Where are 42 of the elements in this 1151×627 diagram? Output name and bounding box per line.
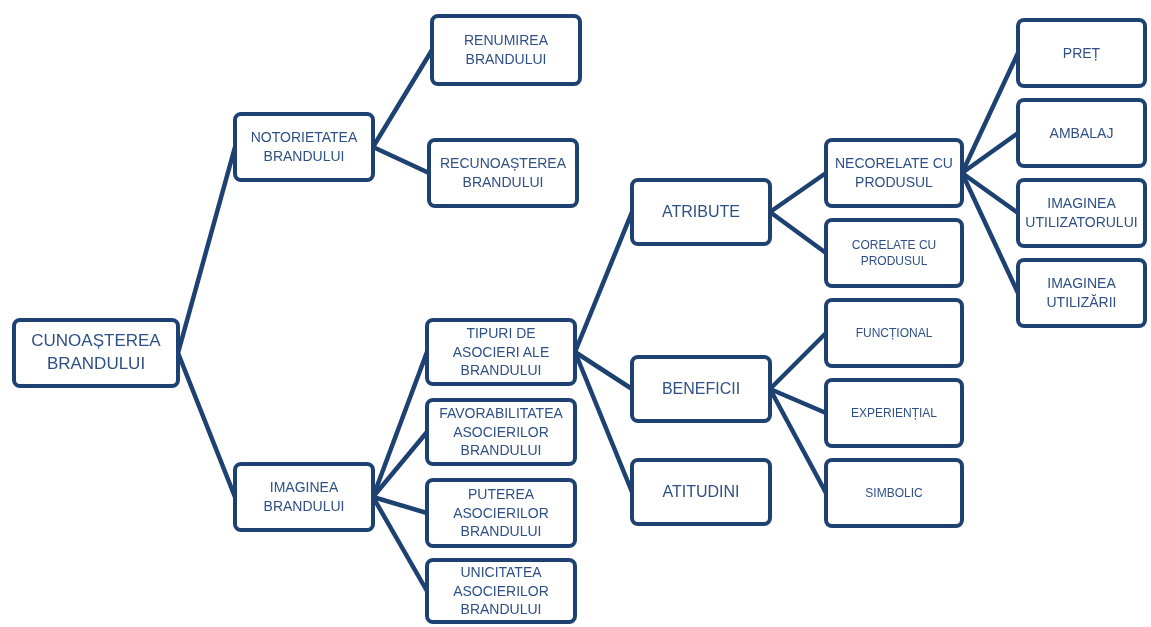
concept-box <box>824 378 964 448</box>
concept-box <box>630 355 772 423</box>
node-label: ATITUDINI <box>662 482 740 503</box>
node-label: IMAGINEA UTILIZĂRII <box>1045 274 1118 312</box>
concept-box <box>12 318 180 388</box>
node-label: ATRIBUTE <box>662 202 740 223</box>
node-label: RENUMIREA BRANDULUI <box>463 31 549 69</box>
concept-box <box>233 462 375 532</box>
node-label: PUTEREA ASOCIERILOR BRANDULUI <box>452 484 550 542</box>
node-label: IMAGINEA UTILIZATORULUI <box>1024 194 1139 232</box>
node-label: CORELATE CU PRODUSUL <box>850 236 938 270</box>
concept-box <box>1016 18 1147 88</box>
node-label: CUNOAȘTEREA BRANDULUI <box>30 330 162 375</box>
concept-box <box>824 298 964 368</box>
concept-box <box>630 178 772 246</box>
node-label: FAVORABILITATEA ASOCIERILOR BRANDULUI <box>438 403 564 461</box>
node-label: TIPURI DE ASOCIERI ALE BRANDULUI <box>451 323 551 381</box>
concept-box <box>1016 98 1147 168</box>
node-label: BENEFICII <box>661 379 741 400</box>
concept-box <box>430 14 582 86</box>
node-label: UNICITATEA ASOCIERILOR BRANDULUI <box>452 562 550 620</box>
node-label: NECORELATE CU PRODUSUL <box>834 154 954 192</box>
node-label: RECUNOAȘTEREA BRANDULUI <box>439 154 567 192</box>
node-label: EXPERIENȚIAL <box>851 404 937 422</box>
node-label: PREȚ <box>1062 43 1101 63</box>
concept-box <box>233 112 375 182</box>
node-label: AMBALAJ <box>1049 123 1114 143</box>
concept-box <box>425 478 577 548</box>
concept-box <box>1016 178 1147 248</box>
node-label: SIMBOLIC <box>865 484 923 502</box>
concept-box <box>630 458 772 526</box>
concept-box <box>425 398 577 466</box>
concept-box <box>425 558 577 624</box>
node-label: NOTORIETATEA BRANDULUI <box>249 128 359 166</box>
concept-box <box>427 138 579 208</box>
concept-box <box>425 318 577 386</box>
node-label: FUNCȚIONAL <box>855 324 933 342</box>
concept-box <box>824 218 964 288</box>
concept-box <box>824 138 964 208</box>
concept-box <box>1016 258 1147 328</box>
node-label: IMAGINEA BRANDULUI <box>262 478 346 516</box>
concept-box <box>824 458 964 528</box>
